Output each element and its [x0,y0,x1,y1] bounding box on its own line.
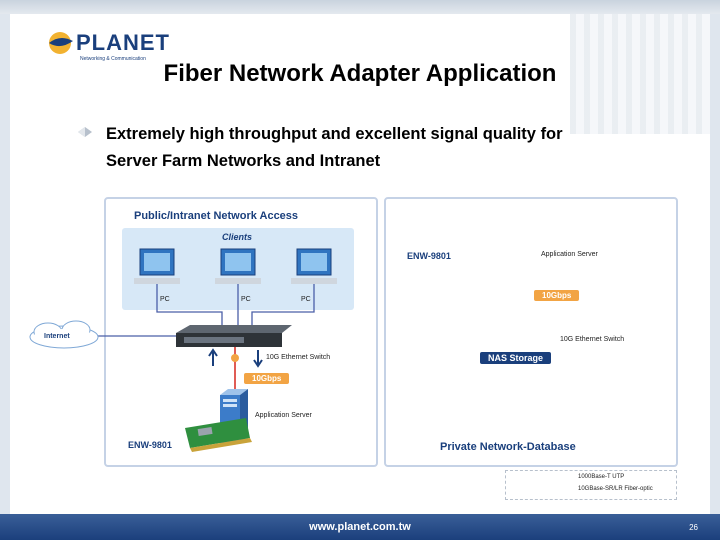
upload-arrow-icon [208,348,218,366]
bullet-line-1: Extremely high throughput and excellent … [106,125,563,143]
bullet-icon [78,127,92,137]
right-adapter-label: ENW-9801 [407,251,451,261]
page-number: 26 [689,523,698,532]
private-network-panel [384,197,678,467]
legend-box [505,470,677,500]
public-network-heading: Public/Intranet Network Access [134,210,299,222]
pc-label: PC [241,296,251,303]
planet-logo: PLANET Networking & Communication [46,30,170,62]
legend-fiber-label: 10GBase-SR/LR Fiber-optic [578,486,653,492]
internet-cloud-icon [29,320,99,349]
footer-bar: www.planet.com.tw 26 [0,514,720,540]
bullet-line-2: Server Farm Networks and Intranet [106,152,381,170]
top-bar [0,0,720,14]
brand-name: PLANET [76,30,170,55]
left-speed-tag: 10Gbps [244,373,290,384]
download-arrow-icon [253,350,263,368]
brand-tagline: Networking & Communication [80,56,146,62]
pc-icon [291,248,337,284]
fiber-connector-icon [231,354,239,362]
server-rack-decoration [570,14,710,134]
clients-label: Clients [222,232,253,242]
pc-label: PC [160,296,170,303]
footer-url[interactable]: www.planet.com.tw [309,521,411,533]
right-speed-tag: 10Gbps [534,290,580,301]
right-server-label: Application Server [541,251,598,258]
bullet-text: Extremely high throughput and excellent … [106,121,666,175]
legend-utp-label: 1000Base-T UTP [578,474,625,480]
left-adapter-label: ENW-9801 [128,440,172,450]
left-switch-icon [176,325,292,347]
internet-label: Internet [44,333,70,340]
planet-globe-icon [49,32,73,54]
pc-icon [215,248,261,284]
right-switch-label: 10G Ethernet Switch [560,336,625,343]
left-switch-label: 10G Ethernet Switch [266,354,331,361]
private-network-heading: Private Network-Database [440,441,576,453]
nas-storage-tag: NAS Storage [480,352,552,364]
pc-label: PC [301,296,311,303]
left-network-card-icon [185,418,252,452]
page-title: Fiber Network Adapter Application [163,60,557,87]
pc-icon [134,248,180,284]
left-server-label: Application Server [255,412,312,419]
